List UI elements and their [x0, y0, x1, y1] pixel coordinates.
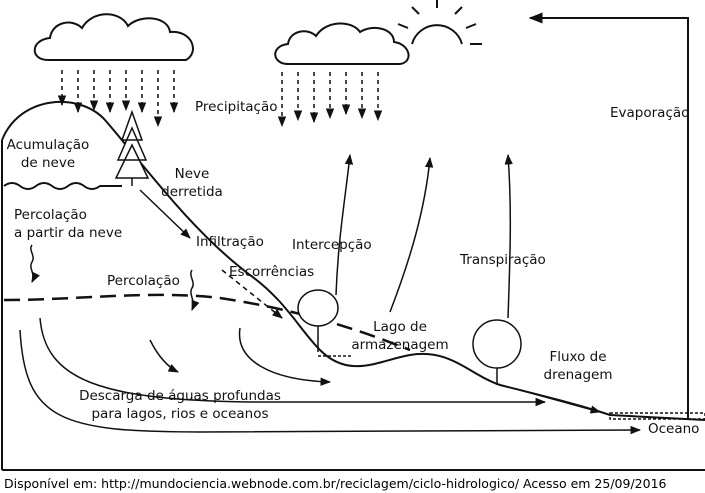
cloud-left: [33, 13, 194, 61]
pine-tree-icon: [114, 109, 150, 186]
terrain: [1, 101, 705, 421]
label-fluxo-drenagem: Fluxo de drenagem: [538, 348, 618, 384]
label-evaporacao: Evaporação: [610, 105, 690, 121]
upward-arrows: [335, 153, 513, 319]
percolation-arrows: [30, 244, 200, 311]
label-precipitacao: Precipitação: [195, 99, 278, 115]
snow-line: [3, 182, 122, 190]
tree-left-icon: [297, 289, 339, 352]
label-intercepcao: Intercepção: [292, 237, 372, 253]
sun-icon: [397, 0, 482, 45]
label-lago-text: Lago de armazenagem: [351, 319, 449, 353]
label-lago-armazenagem: Lago de armazenagem: [350, 318, 450, 354]
label-acumulacao-text: Acumulação de neve: [6, 137, 90, 171]
source-citation: Disponível em: http://mundociencia.webno…: [4, 476, 667, 491]
label-neve-derretida: Neve derretida: [156, 165, 228, 201]
runoff-arrows: [139, 189, 602, 414]
evaporation-arrow: [528, 12, 689, 420]
label-percolacao-neve-text: Percolação a partir da neve: [14, 207, 123, 241]
rain-right: [277, 72, 383, 128]
label-infiltracao: Infiltração: [196, 234, 264, 250]
label-oceano: Oceano: [648, 421, 700, 437]
label-percolacao-neve: Percolação a partir da neve: [14, 206, 122, 242]
water-table: [3, 293, 411, 352]
frame: [1, 140, 705, 471]
label-percolacao: Percolação: [107, 273, 180, 289]
label-descarga-text: Descarga de águas profundas para lagos, …: [79, 388, 281, 422]
label-escorrencias: Escorrências: [229, 264, 315, 280]
label-neve-derretida-text: Neve derretida: [161, 166, 223, 200]
rain-left: [57, 70, 179, 128]
label-acumulacao-neve: Acumulação de neve: [6, 136, 90, 172]
label-fluxo-text: Fluxo de drenagem: [543, 349, 613, 383]
ocean-surface: [609, 412, 705, 420]
tree-right-icon: [472, 319, 522, 385]
groundwater-arrows: [19, 317, 642, 435]
label-descarga: Descarga de águas profundas para lagos, …: [60, 387, 300, 423]
label-transpiracao: Transpiração: [460, 252, 546, 268]
cloud-right: [274, 22, 410, 65]
